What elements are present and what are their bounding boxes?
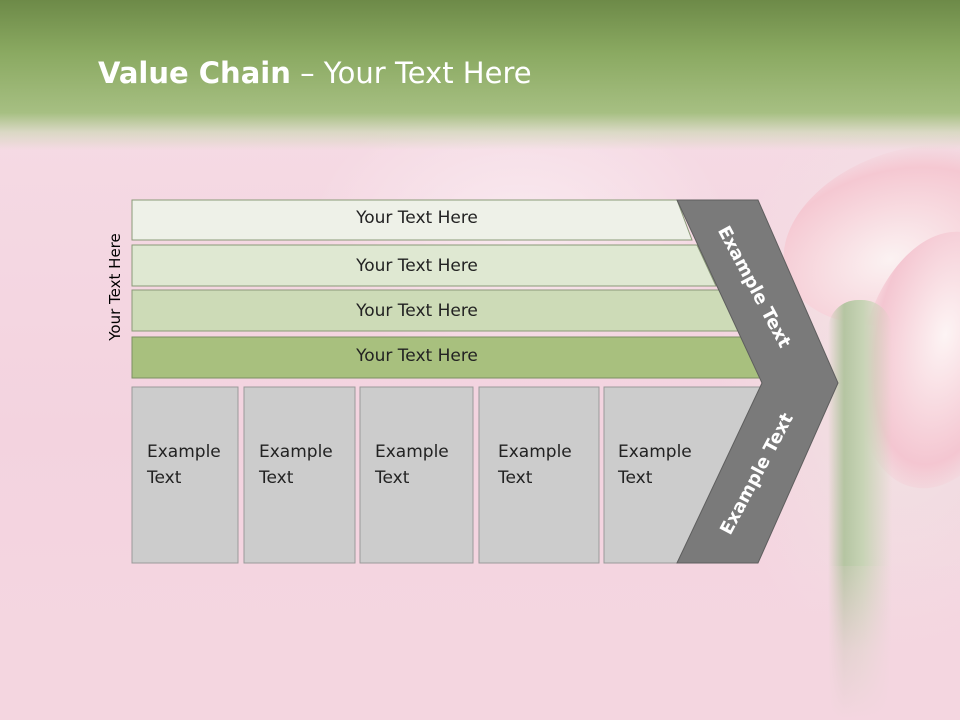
box-line: Example (375, 442, 449, 462)
band-shape (131, 199, 693, 241)
activity-box (359, 386, 474, 564)
activity-box (131, 386, 239, 564)
band-label: Your Text Here (356, 346, 478, 366)
band-label: Your Text Here (356, 256, 478, 276)
box-line: Text (498, 468, 533, 488)
title-bold: Value Chain (98, 56, 291, 90)
band-label: Your Text Here (356, 301, 478, 321)
band-label: Your Text Here (356, 208, 478, 228)
header-bar (0, 0, 960, 150)
slide-title: Value Chain – Your Text Here (98, 56, 532, 90)
activity-box (478, 386, 600, 564)
box-line: Example (618, 442, 692, 462)
box-line: Text (147, 468, 182, 488)
box-line: Example (259, 442, 333, 462)
box-line: Text (618, 468, 653, 488)
title-rest: – Your Text Here (290, 56, 532, 90)
margin-chevron (676, 199, 839, 564)
box-line: Example (147, 442, 221, 462)
band-shape (131, 244, 717, 287)
activity-box (243, 386, 356, 564)
box-line: Text (375, 468, 410, 488)
box-line: Example (498, 442, 572, 462)
reflection-fade (0, 566, 960, 720)
box-line: Text (259, 468, 294, 488)
